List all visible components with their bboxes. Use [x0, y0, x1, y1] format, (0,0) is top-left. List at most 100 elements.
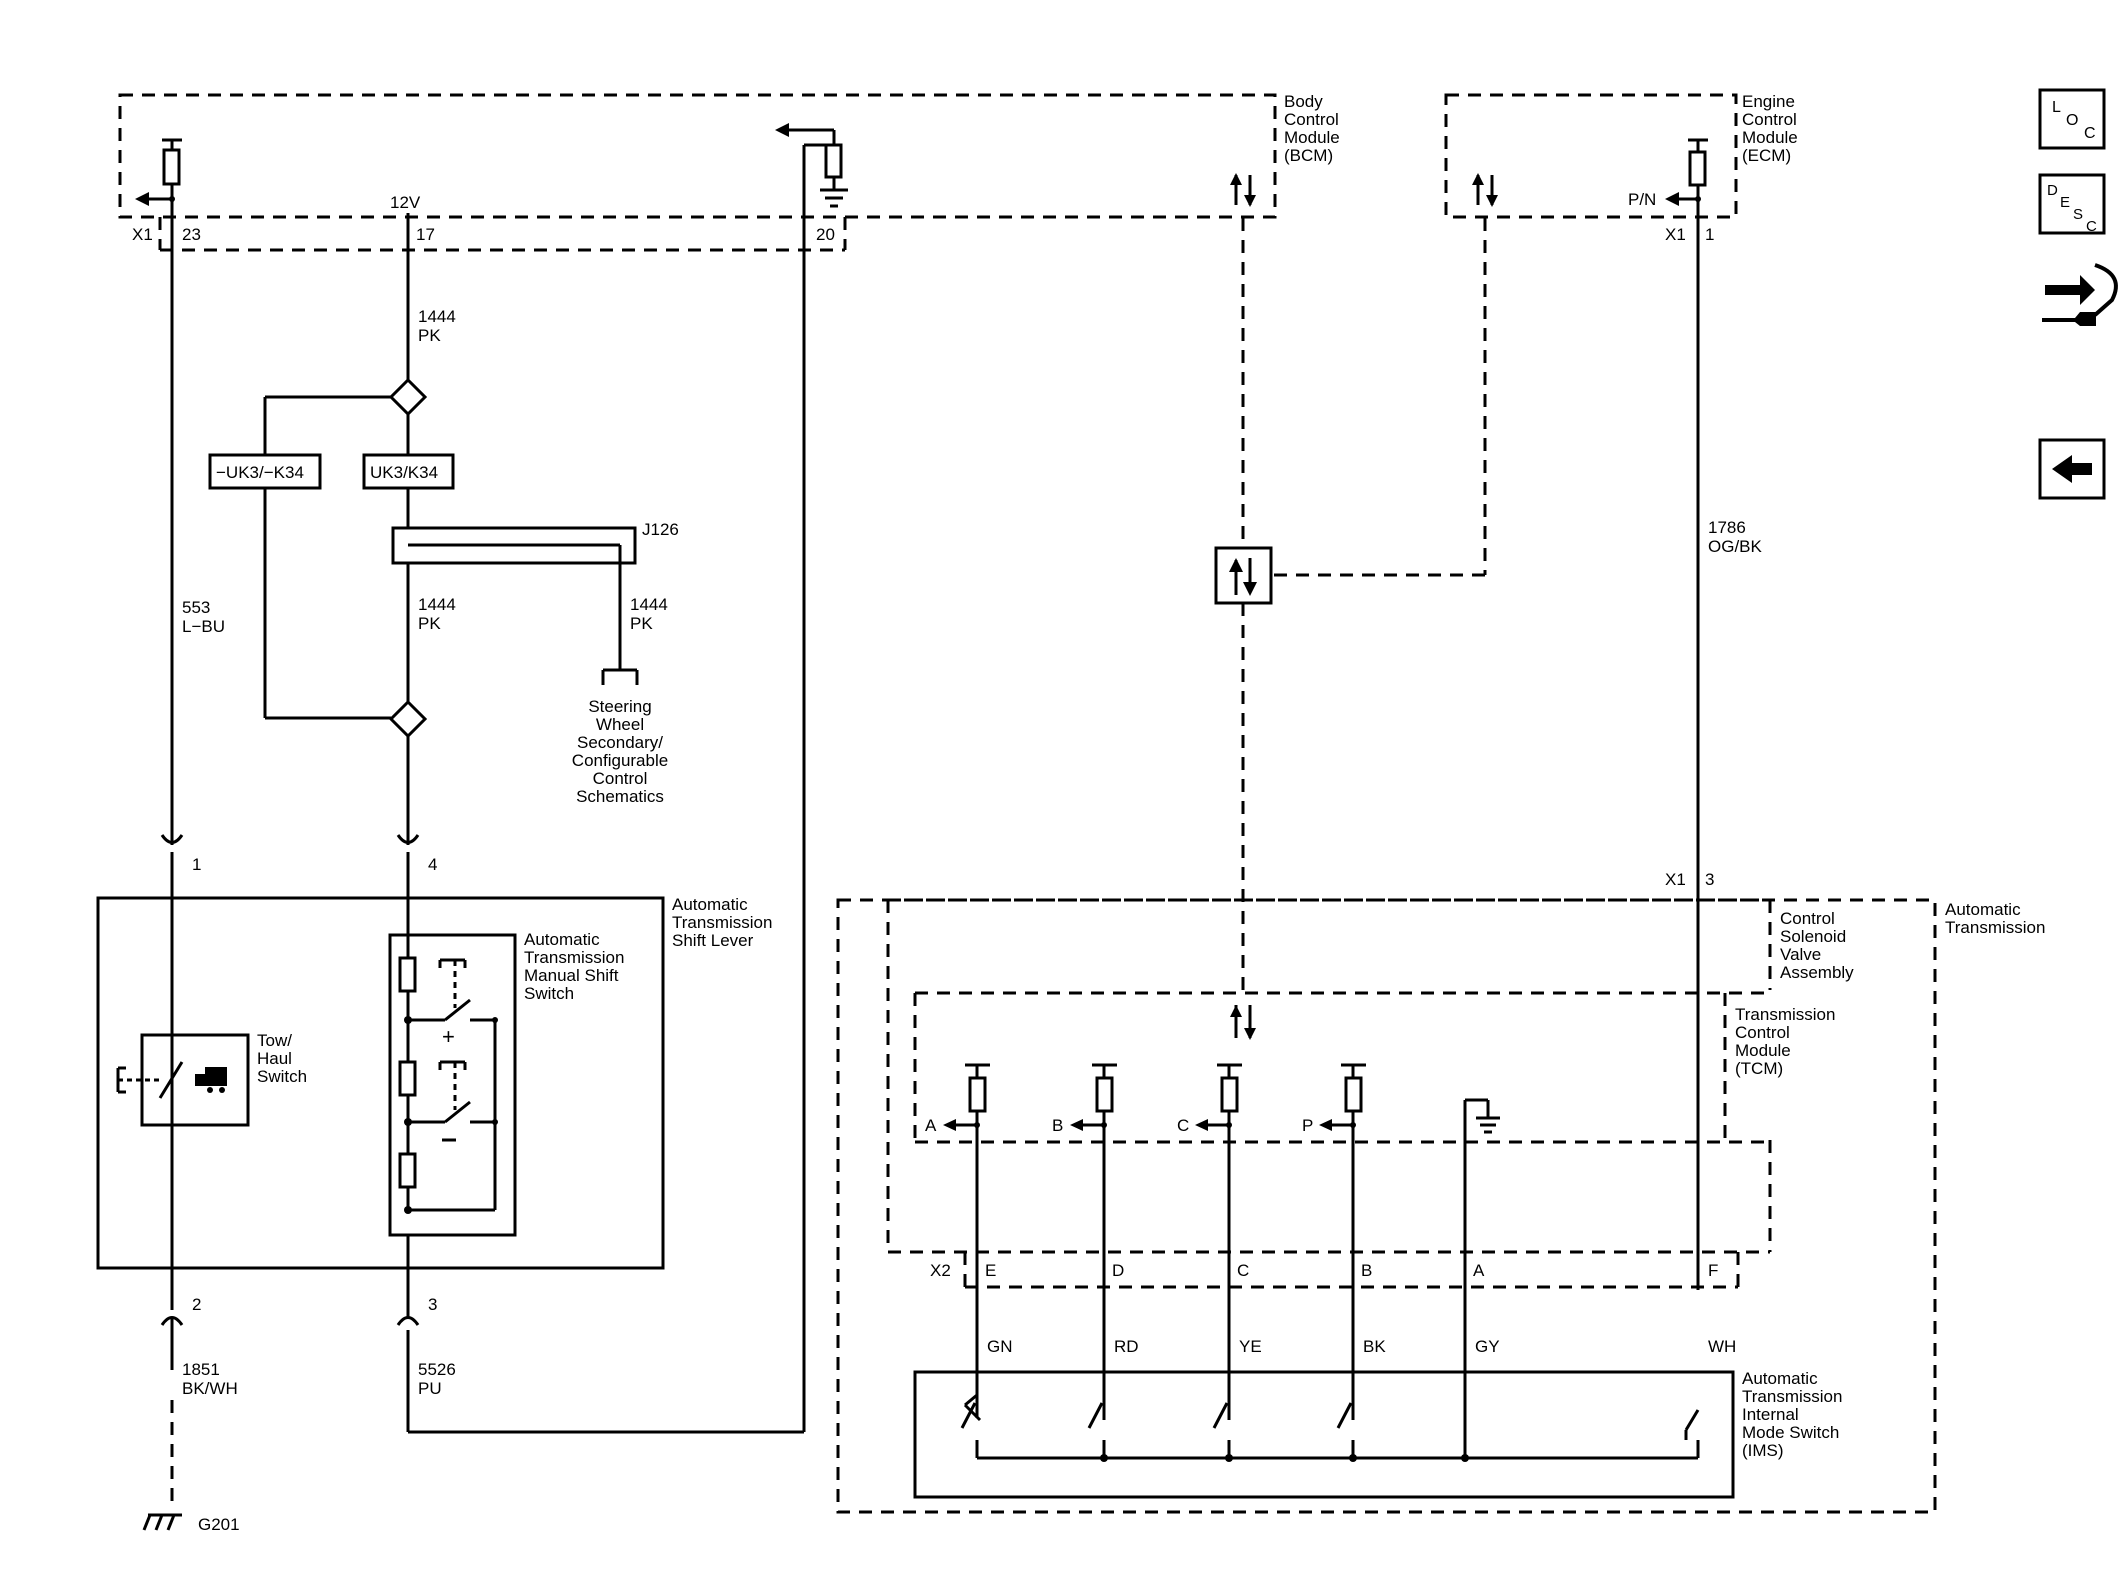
- bcm-pin-20: 20: [816, 225, 835, 244]
- tcm-input-b-label: B: [1052, 1116, 1063, 1135]
- shift-lever-label-1: Transmission: [672, 913, 772, 932]
- loc-icon[interactable]: L O C: [2038, 88, 2106, 150]
- internal-mode-switch: Automatic Transmission Internal Mode Swi…: [913, 1369, 1842, 1499]
- back-arrow-icon[interactable]: [2038, 438, 2106, 500]
- steering-ref-1: Wheel: [596, 715, 644, 734]
- solenoid-label-3: Assembly: [1780, 963, 1854, 982]
- tcm-input-b: B: [1052, 1063, 1117, 1135]
- x2-pin-f: F: [1708, 1261, 1718, 1280]
- bcm-pullup-resistor: [135, 138, 182, 206]
- bcm-serial-data-icon: [1230, 173, 1256, 207]
- circuit-5526-number: 5526: [418, 1360, 456, 1379]
- bcm-label-3: (BCM): [1284, 146, 1333, 165]
- automatic-transmission: Automatic Transmission Control Solenoid …: [836, 898, 2045, 1514]
- ims-wire-rd: RD: [1114, 1337, 1139, 1356]
- circuit-1444: 1444 PK −UK3/−K34 UK3/K34 J126 1444 PK 1…: [208, 213, 679, 828]
- ground-g201-label: G201: [198, 1515, 240, 1534]
- ims-label-4: (IMS): [1742, 1441, 1784, 1460]
- manual-shift-label-1: Transmission: [524, 948, 624, 967]
- solenoid-label-1: Solenoid: [1780, 927, 1846, 946]
- tcm-input-c: C: [1177, 1063, 1242, 1135]
- tcm-label-1: Control: [1735, 1023, 1790, 1042]
- circuit-1851-color: BK/WH: [182, 1379, 238, 1398]
- tcm-input-p: P: [1302, 1063, 1366, 1135]
- bcm-voltage-label: 12V: [390, 193, 421, 212]
- auto-trans-label-0: Automatic: [1945, 900, 2021, 919]
- ims-wires: GN RD YE BK GY WH: [975, 1100, 1736, 1458]
- solenoid-label-2: Valve: [1780, 945, 1821, 964]
- tow-haul-label-0: Tow/: [257, 1031, 292, 1050]
- tow-haul-switch: Tow/ Haul Switch: [116, 1031, 307, 1127]
- steering-ref-0: Steering: [588, 697, 651, 716]
- svg-text:C: C: [2084, 125, 2096, 142]
- ims-wire-gn: GN: [987, 1337, 1013, 1356]
- circuit-553: 553 L−BU: [170, 199, 225, 828]
- tcm-pin-3: 3: [1705, 870, 1714, 889]
- ims-label-3: Mode Switch: [1742, 1423, 1839, 1442]
- x1-ecm-label: X1: [1665, 225, 1686, 244]
- circuit-1444-number-mid: 1444: [418, 595, 456, 614]
- lever-pin-1: 1: [192, 855, 201, 874]
- manual-shift-label-3: Switch: [524, 984, 574, 1003]
- x1-bcm-label: X1: [132, 225, 153, 244]
- ims-wire-ye: YE: [1239, 1337, 1262, 1356]
- serial-data-gateway: [1214, 218, 1487, 990]
- ims-wire-wh: WH: [1708, 1337, 1736, 1356]
- circuit-1444-color-top: PK: [418, 326, 441, 345]
- lever-pin-2: 2: [192, 1295, 201, 1314]
- control-solenoid-valve-assembly: Control Solenoid Valve Assembly: [886, 898, 1854, 1254]
- connector-tool-icon[interactable]: [2042, 263, 2118, 326]
- x2-pin-b: B: [1361, 1261, 1372, 1280]
- svg-text:D: D: [2047, 182, 2058, 199]
- ecm-pin-1: 1: [1705, 225, 1714, 244]
- circuit-5526: 5526 PU: [406, 145, 806, 1434]
- ecm-pn-resistor: [1665, 138, 1708, 206]
- ims-wire-gy: GY: [1475, 1337, 1500, 1356]
- circuit-1786-color: OG/BK: [1708, 537, 1763, 556]
- bcm-pin-17: 17: [416, 225, 435, 244]
- tcm-serial-data-icon: [1230, 1005, 1256, 1040]
- steering-ref-4: Control: [593, 769, 648, 788]
- ecm-label-3: (ECM): [1742, 146, 1791, 165]
- ecm-label-2: Module: [1742, 128, 1798, 147]
- tcm-input-c-label: C: [1177, 1116, 1189, 1135]
- svg-text:E: E: [2060, 194, 2070, 211]
- shift-lever-label-0: Automatic: [672, 895, 748, 914]
- svg-text:O: O: [2066, 112, 2078, 129]
- lever-pin-3: 3: [428, 1295, 437, 1314]
- desc-icon[interactable]: D E S C: [2038, 173, 2106, 235]
- svg-text:S: S: [2073, 206, 2083, 223]
- circuit-1786: 1786 OG/BK X1 3: [1665, 199, 1763, 1290]
- manual-shift-switch: + Automatic Transmission Manual Shift Sw…: [388, 930, 624, 1318]
- x2-label: X2: [930, 1261, 951, 1280]
- tcm-input-a: A: [925, 1063, 990, 1135]
- shift-lever-label-2: Shift Lever: [672, 931, 754, 950]
- bcm-pin-23: 23: [182, 225, 201, 244]
- tow-haul-label-2: Switch: [257, 1067, 307, 1086]
- ecm-pn-label: P/N: [1628, 190, 1656, 209]
- x1-tcm-label: X1: [1665, 870, 1686, 889]
- bcm-ground-resistor: [775, 123, 848, 208]
- bcm-label-2: Module: [1284, 128, 1340, 147]
- splice-j126: J126: [642, 520, 679, 539]
- circuit-1444-number-steer: 1444: [630, 595, 668, 614]
- shift-lever-assembly: Automatic Transmission Shift Lever 1 2 4…: [96, 828, 772, 1326]
- steering-ref-3: Configurable: [572, 751, 668, 770]
- ground-g201: 1851 BK/WH G201: [142, 1318, 240, 1534]
- manual-shift-label-0: Automatic: [524, 930, 600, 949]
- plus-symbol: +: [442, 1024, 455, 1049]
- option-not-uk3-k34: −UK3/−K34: [216, 463, 304, 482]
- tcm-input-a-label: A: [925, 1116, 937, 1135]
- tcm-label-0: Transmission: [1735, 1005, 1835, 1024]
- ecm-label-0: Engine: [1742, 92, 1795, 111]
- tcm-label-3: (TCM): [1735, 1059, 1783, 1078]
- x2-pin-a: A: [1473, 1261, 1485, 1280]
- tcm-module: Transmission Control Module (TCM) A: [913, 991, 1835, 1144]
- x2-pin-d: D: [1112, 1261, 1124, 1280]
- ims-wire-bk: BK: [1363, 1337, 1386, 1356]
- tcm-input-p-label: P: [1302, 1116, 1313, 1135]
- bcm-label-1: Control: [1284, 110, 1339, 129]
- solenoid-label-0: Control: [1780, 909, 1835, 928]
- lever-pin-4: 4: [428, 855, 437, 874]
